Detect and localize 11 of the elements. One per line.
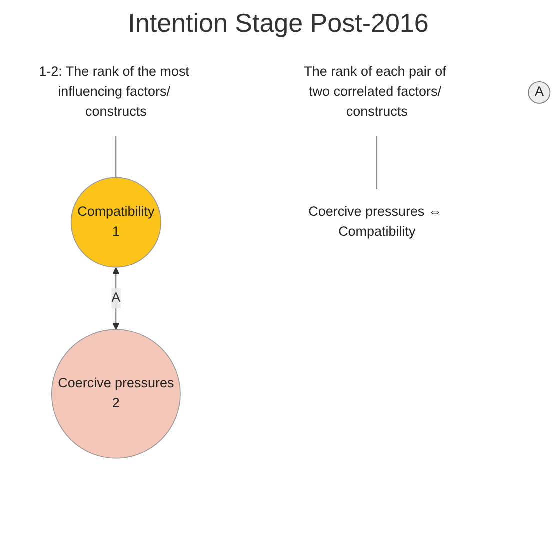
edge-label: A bbox=[112, 290, 121, 306]
node-text: 1-2: The rank of the most influencing factors/ constructs bbox=[39, 64, 190, 120]
node-text: The rank of each pair of two correlated factors/ constructs bbox=[304, 64, 446, 120]
node-text: Coercive pressures ⇔ Compatibility bbox=[308, 204, 442, 240]
connector bbox=[116, 135, 117, 178]
arrow bbox=[112, 267, 120, 330]
connector bbox=[376, 135, 378, 190]
node-circle: Coercive pressures 2 bbox=[51, 329, 181, 459]
diagram-title: Intention Stage Post-2016 bbox=[127, 8, 430, 39]
node-circle: A bbox=[528, 81, 551, 104]
node-circle: Compatibility 1 bbox=[70, 177, 162, 268]
